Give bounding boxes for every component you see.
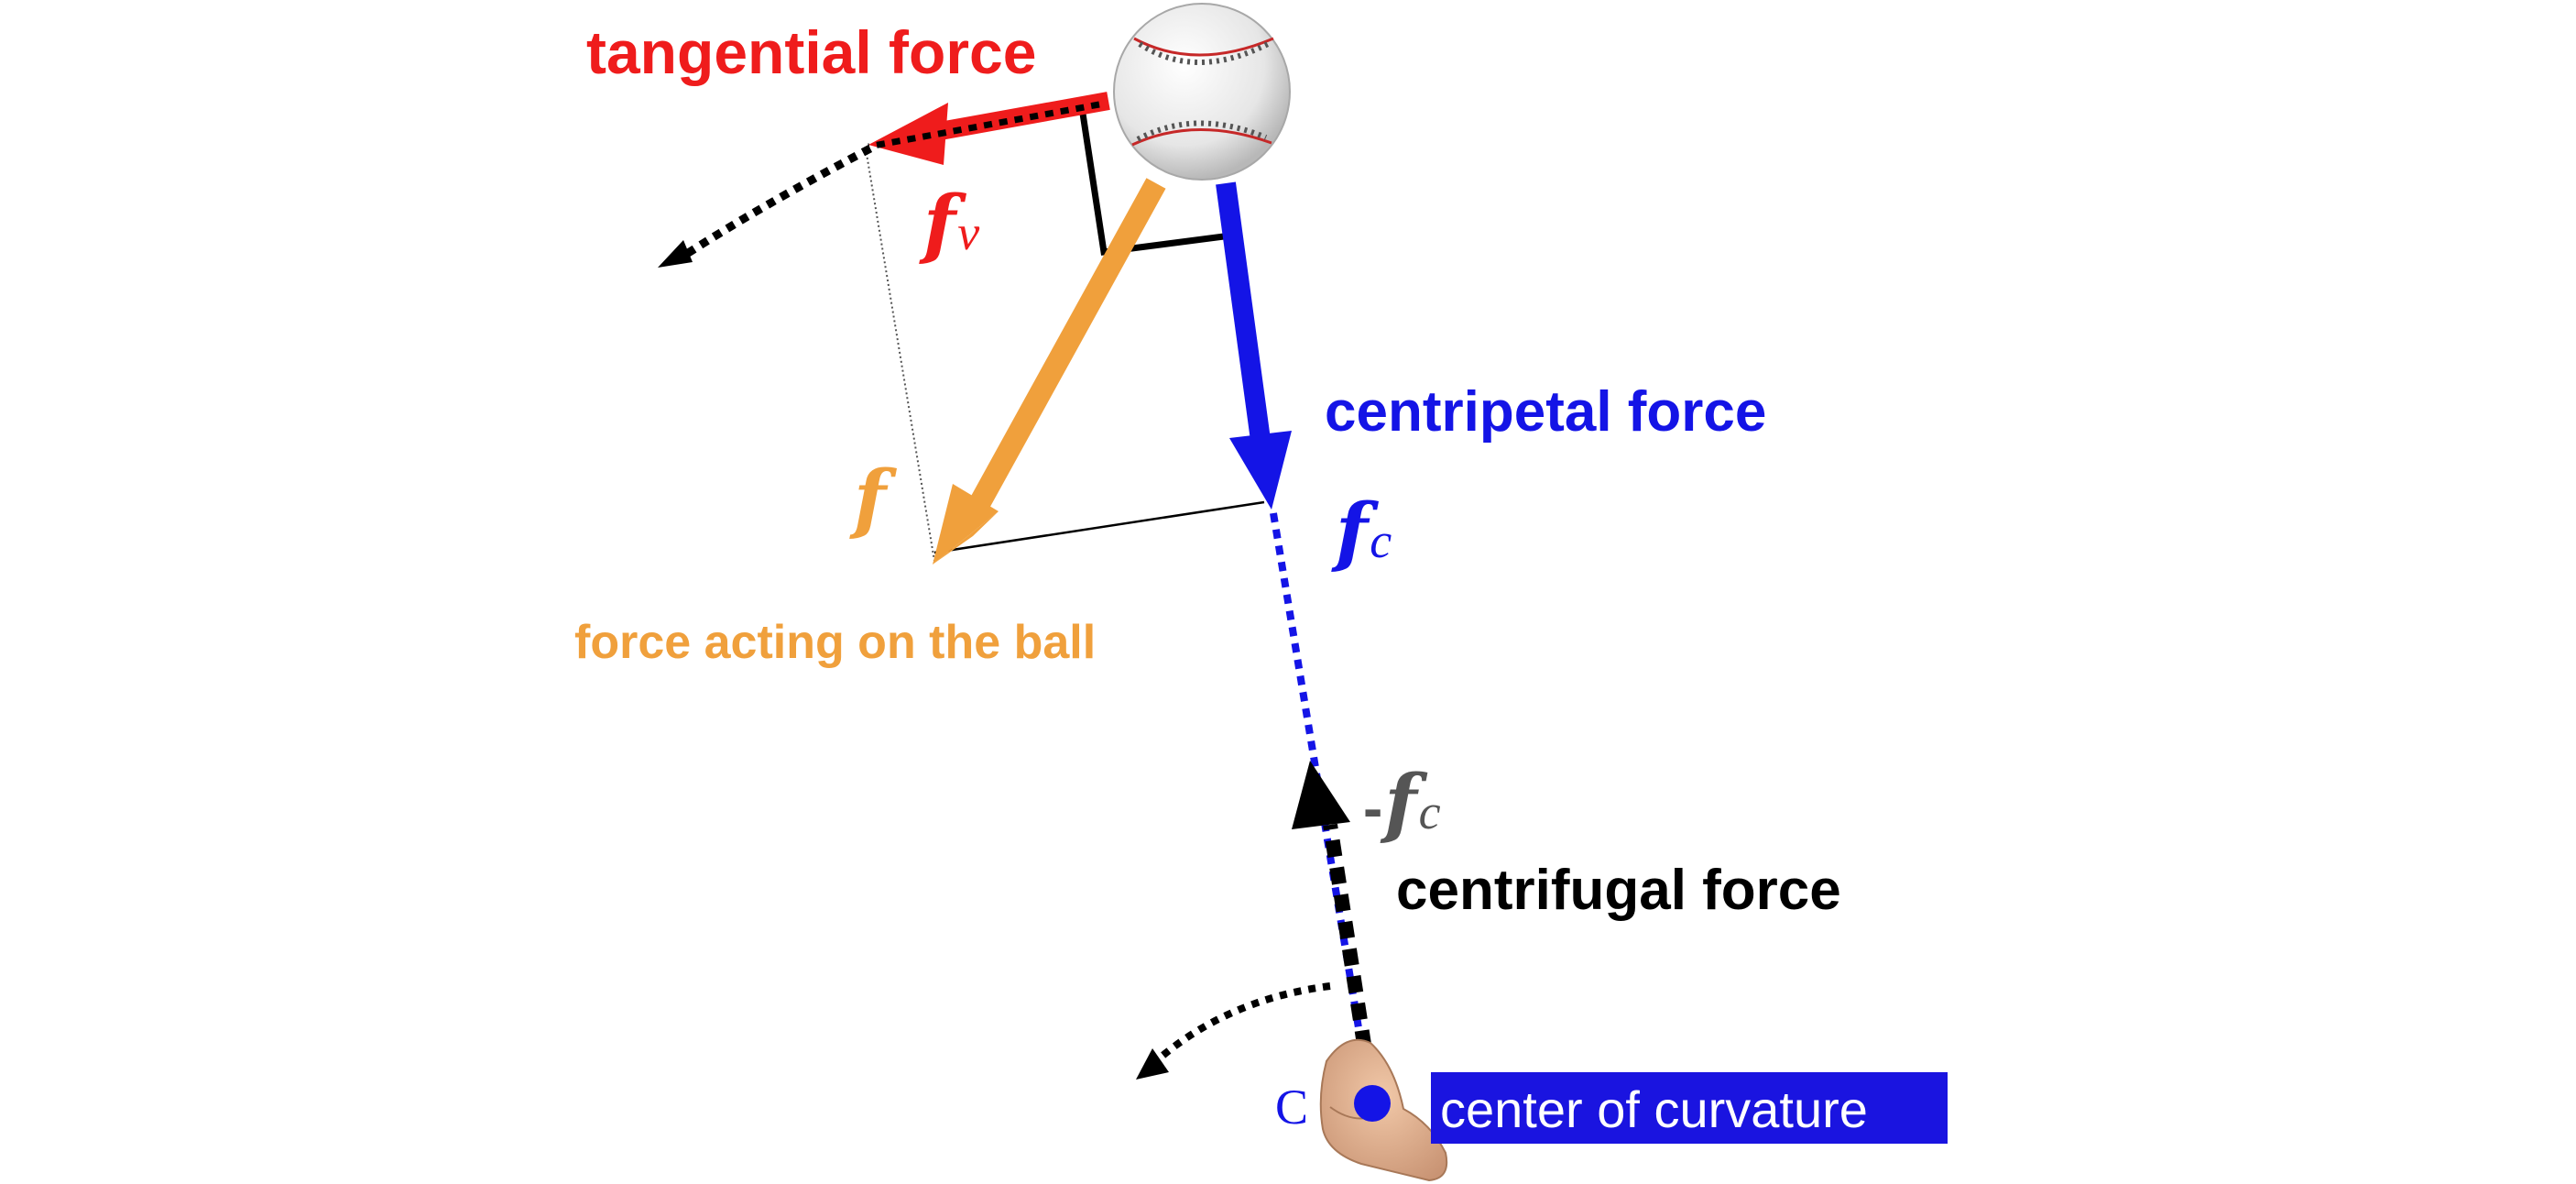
force-on-ball-label: force acting on the ball [574, 616, 1096, 669]
centrifugal-force-arrow [1292, 761, 1376, 1076]
motion-arrowhead-upper [658, 240, 693, 268]
center-of-curvature-label: center of curvature [1440, 1080, 1868, 1138]
centripetal-force-arrow [1216, 181, 1292, 510]
centripetal-force-label: centripetal force [1325, 380, 1766, 444]
fv-symbol: fv [919, 180, 979, 268]
construction-line-bottom [933, 500, 1265, 554]
baseball-icon [1113, 3, 1291, 181]
resultant-force-arrow [933, 178, 1166, 565]
construction-line-left [865, 148, 935, 562]
tangential-force-arrow [868, 92, 1110, 165]
center-of-curvature-point [1354, 1085, 1391, 1122]
fc-symbol: fc [1331, 488, 1392, 576]
centrifugal-force-label: centrifugal force [1396, 859, 1841, 922]
motion-arrowhead-lower [1136, 1048, 1169, 1080]
neg-fc-symbol: -fc [1363, 759, 1441, 847]
c-point-label: C [1275, 1080, 1308, 1135]
f-symbol: f [849, 455, 897, 543]
motion-direction-arrow-upper [680, 145, 873, 260]
motion-direction-arrow-lower [1153, 982, 1331, 1065]
center-of-curvature-callout [1431, 1072, 1948, 1144]
tangential-force-label: tangential force [586, 18, 1036, 86]
right-angle-marker [1079, 113, 1225, 256]
